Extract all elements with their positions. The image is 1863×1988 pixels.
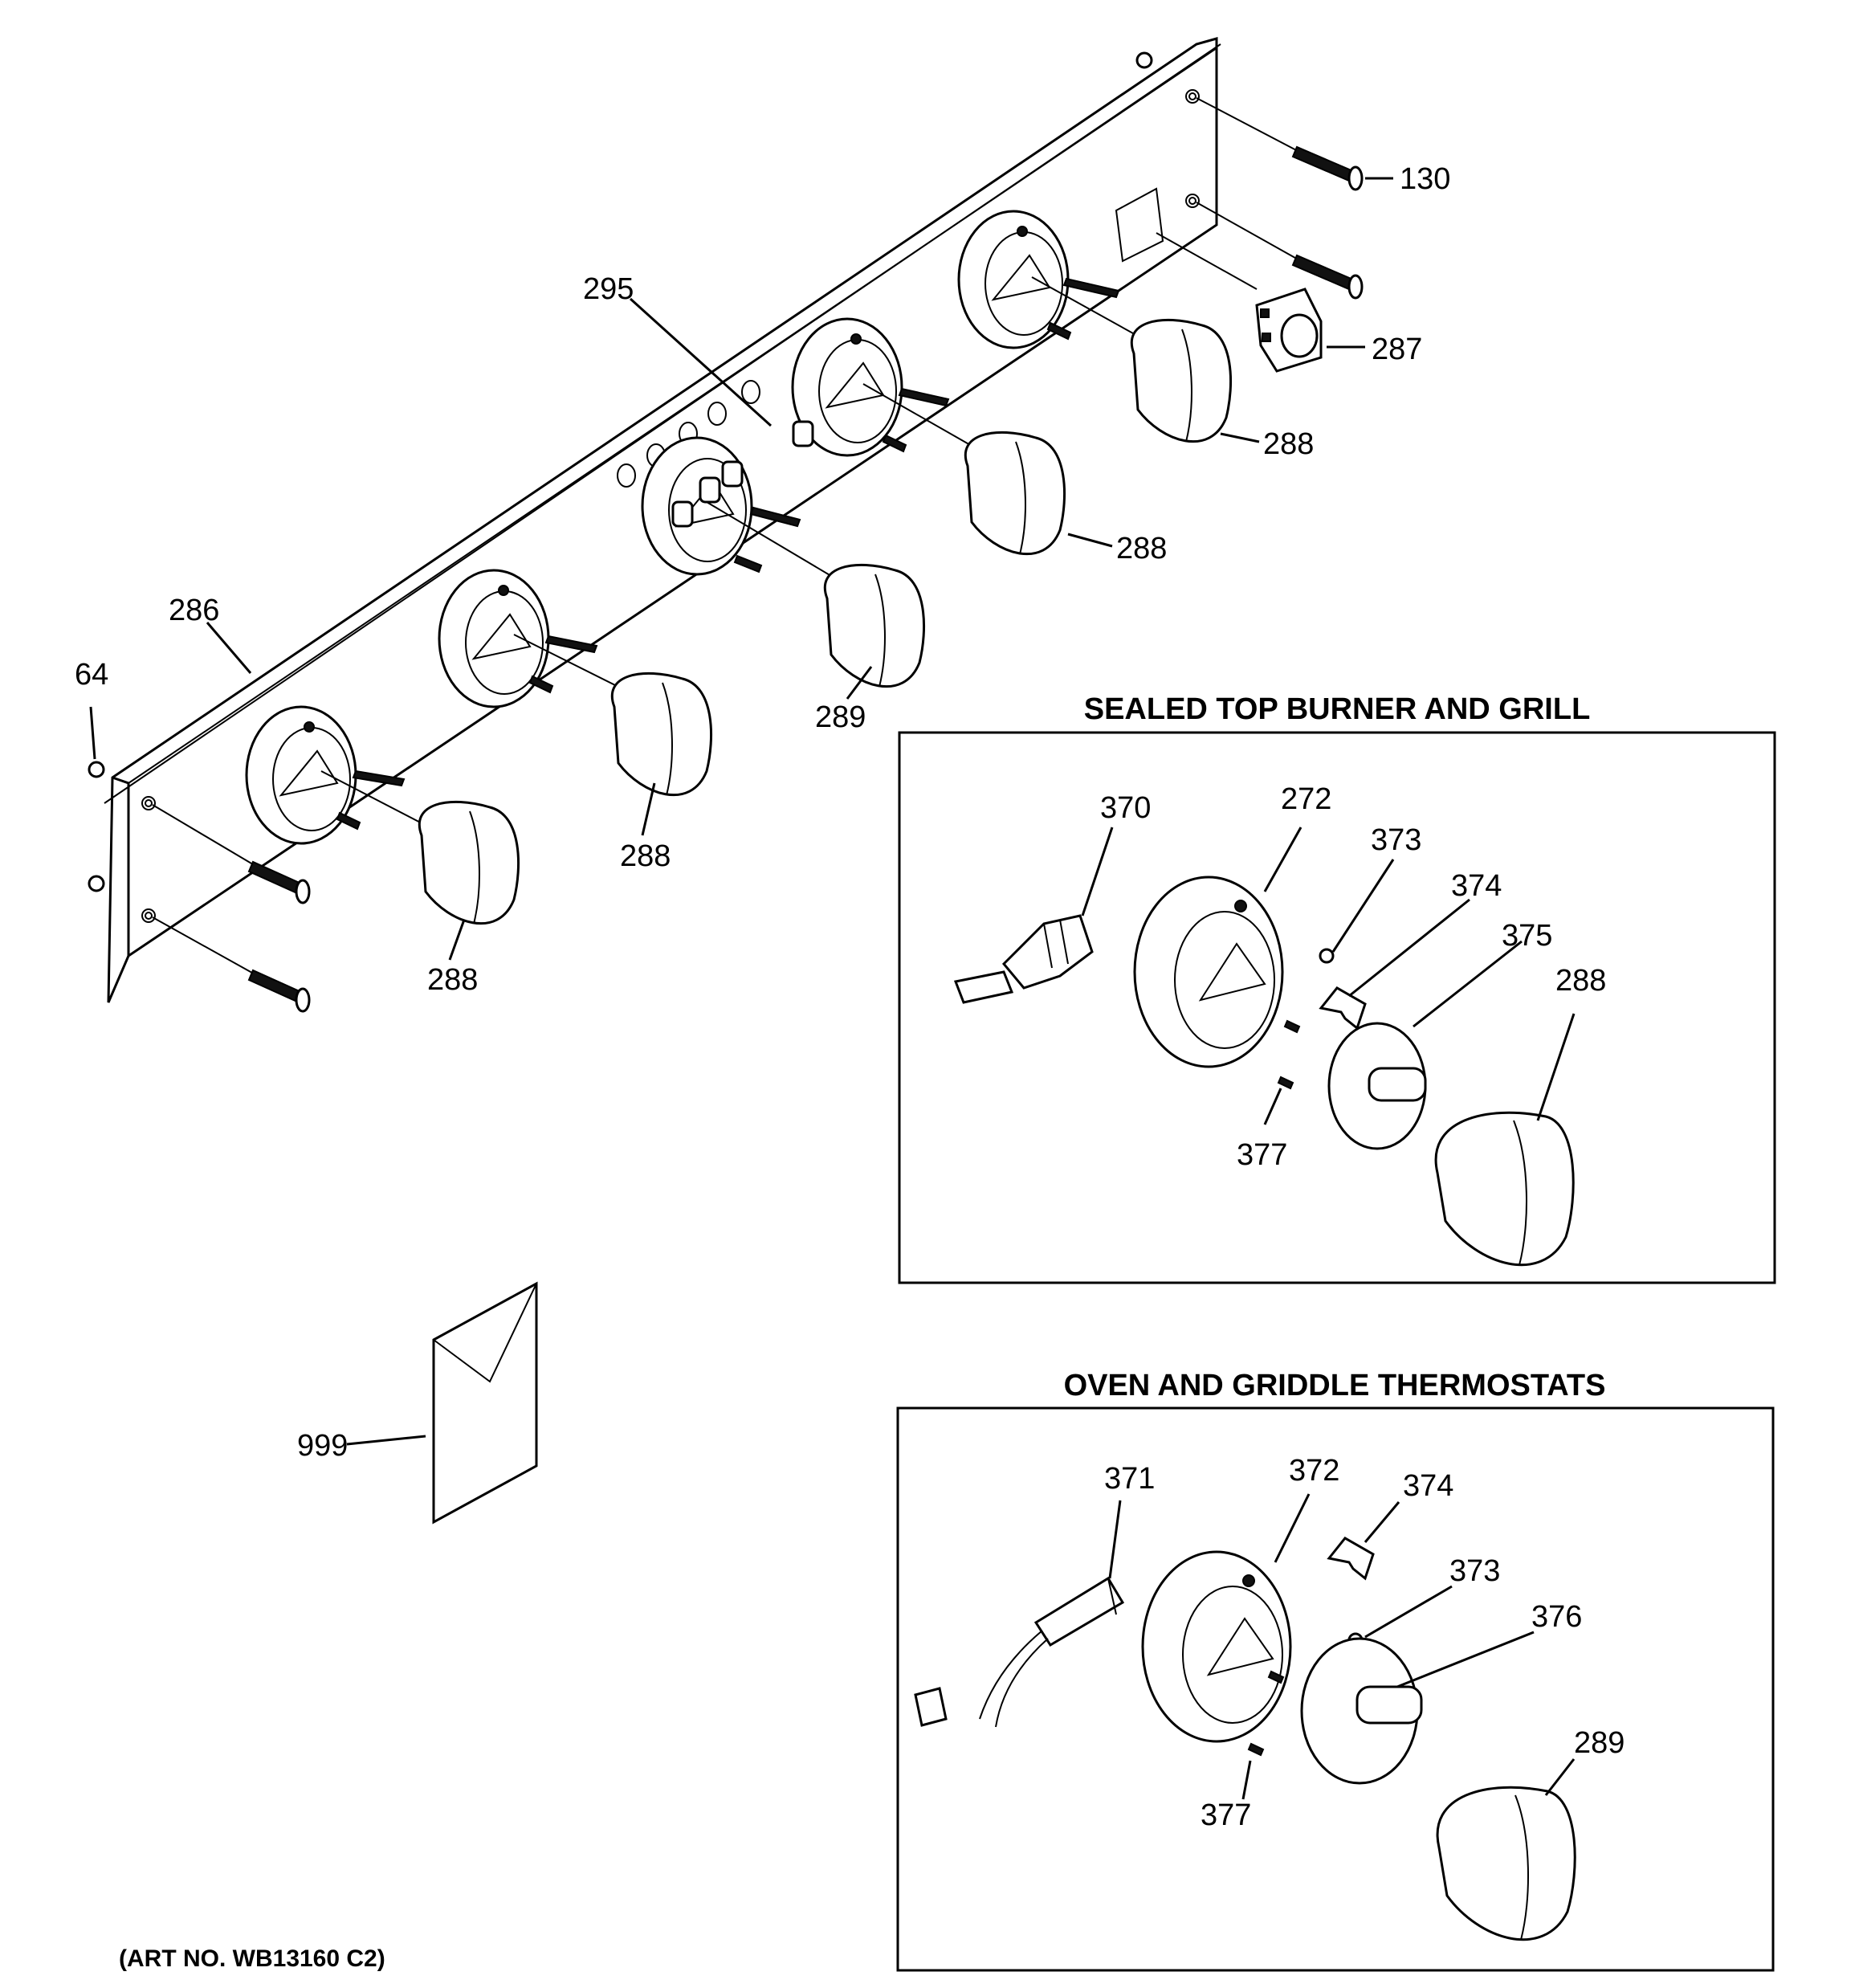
callout-272: 272 bbox=[1281, 782, 1331, 816]
callout-373: 373 bbox=[1449, 1554, 1500, 1588]
callout-372: 372 bbox=[1289, 1454, 1339, 1488]
retaining-clip bbox=[1319, 986, 1367, 1031]
callout-999: 999 bbox=[297, 1429, 348, 1463]
callout-leaders bbox=[1081, 827, 1576, 1125]
oven-griddle-box bbox=[896, 1406, 1775, 1972]
callout-leaders bbox=[89, 177, 1393, 1446]
control-knob bbox=[1434, 1111, 1575, 1267]
gear-disc bbox=[1300, 1637, 1423, 1785]
burner-valve bbox=[953, 914, 1094, 1004]
bezel-ring bbox=[791, 317, 903, 457]
callout-288-b: 288 bbox=[1116, 532, 1167, 565]
callout-377: 377 bbox=[1237, 1138, 1287, 1172]
control-knob bbox=[964, 431, 1066, 555]
section-title-oven-griddle: OVEN AND GRIDDLE THERMOSTATS bbox=[1064, 1369, 1606, 1402]
control-knob bbox=[1436, 1786, 1576, 1941]
bezel-ring bbox=[641, 436, 753, 576]
sealed-top-box bbox=[898, 731, 1776, 1284]
callout-371: 371 bbox=[1104, 1462, 1155, 1496]
callout-287: 287 bbox=[1372, 333, 1422, 366]
literature-sheet bbox=[432, 1281, 538, 1525]
callout-130: 130 bbox=[1400, 162, 1450, 196]
art-number: (ART NO. WB13160 C2) bbox=[119, 1945, 385, 1972]
callout-370: 370 bbox=[1100, 791, 1151, 825]
control-knob bbox=[418, 800, 520, 925]
callout-288-a: 288 bbox=[1263, 427, 1314, 461]
assembly-leader-lines bbox=[104, 43, 1302, 981]
bezel-ring bbox=[1133, 876, 1284, 1068]
gear-disc bbox=[1327, 1022, 1427, 1150]
callout-288: 288 bbox=[1555, 964, 1606, 998]
callout-leaders bbox=[1108, 1493, 1576, 1800]
bezel-ring bbox=[1141, 1550, 1292, 1743]
thermostat-switch bbox=[914, 1576, 1125, 1728]
mounting-screw bbox=[247, 145, 1364, 1013]
callout-289: 289 bbox=[815, 700, 866, 734]
section-title-sealed-top: SEALED TOP BURNER AND GRILL bbox=[1084, 692, 1591, 726]
control-knob bbox=[1130, 318, 1233, 443]
retaining-clip bbox=[1327, 1537, 1375, 1581]
callout-377: 377 bbox=[1201, 1798, 1251, 1832]
mounting-screw bbox=[1277, 948, 1335, 1090]
callout-376: 376 bbox=[1531, 1600, 1582, 1634]
bezel-ring bbox=[245, 705, 357, 845]
control-panel bbox=[107, 37, 1218, 1003]
callout-374: 374 bbox=[1403, 1469, 1453, 1503]
callout-289: 289 bbox=[1574, 1726, 1625, 1760]
callout-375: 375 bbox=[1502, 919, 1552, 953]
control-knob bbox=[610, 672, 713, 796]
callout-288-d: 288 bbox=[427, 963, 478, 997]
bezel-screw bbox=[336, 277, 1120, 831]
callout-295: 295 bbox=[583, 272, 634, 306]
callout-373: 373 bbox=[1371, 823, 1421, 857]
callout-374: 374 bbox=[1451, 869, 1502, 903]
control-knob bbox=[823, 563, 926, 688]
bezel-ring bbox=[438, 569, 550, 708]
callout-286: 286 bbox=[169, 594, 219, 627]
callout-64: 64 bbox=[75, 658, 108, 692]
push-switch bbox=[1255, 288, 1323, 373]
panel-nut bbox=[88, 51, 1153, 892]
callout-288-c: 288 bbox=[620, 839, 671, 873]
